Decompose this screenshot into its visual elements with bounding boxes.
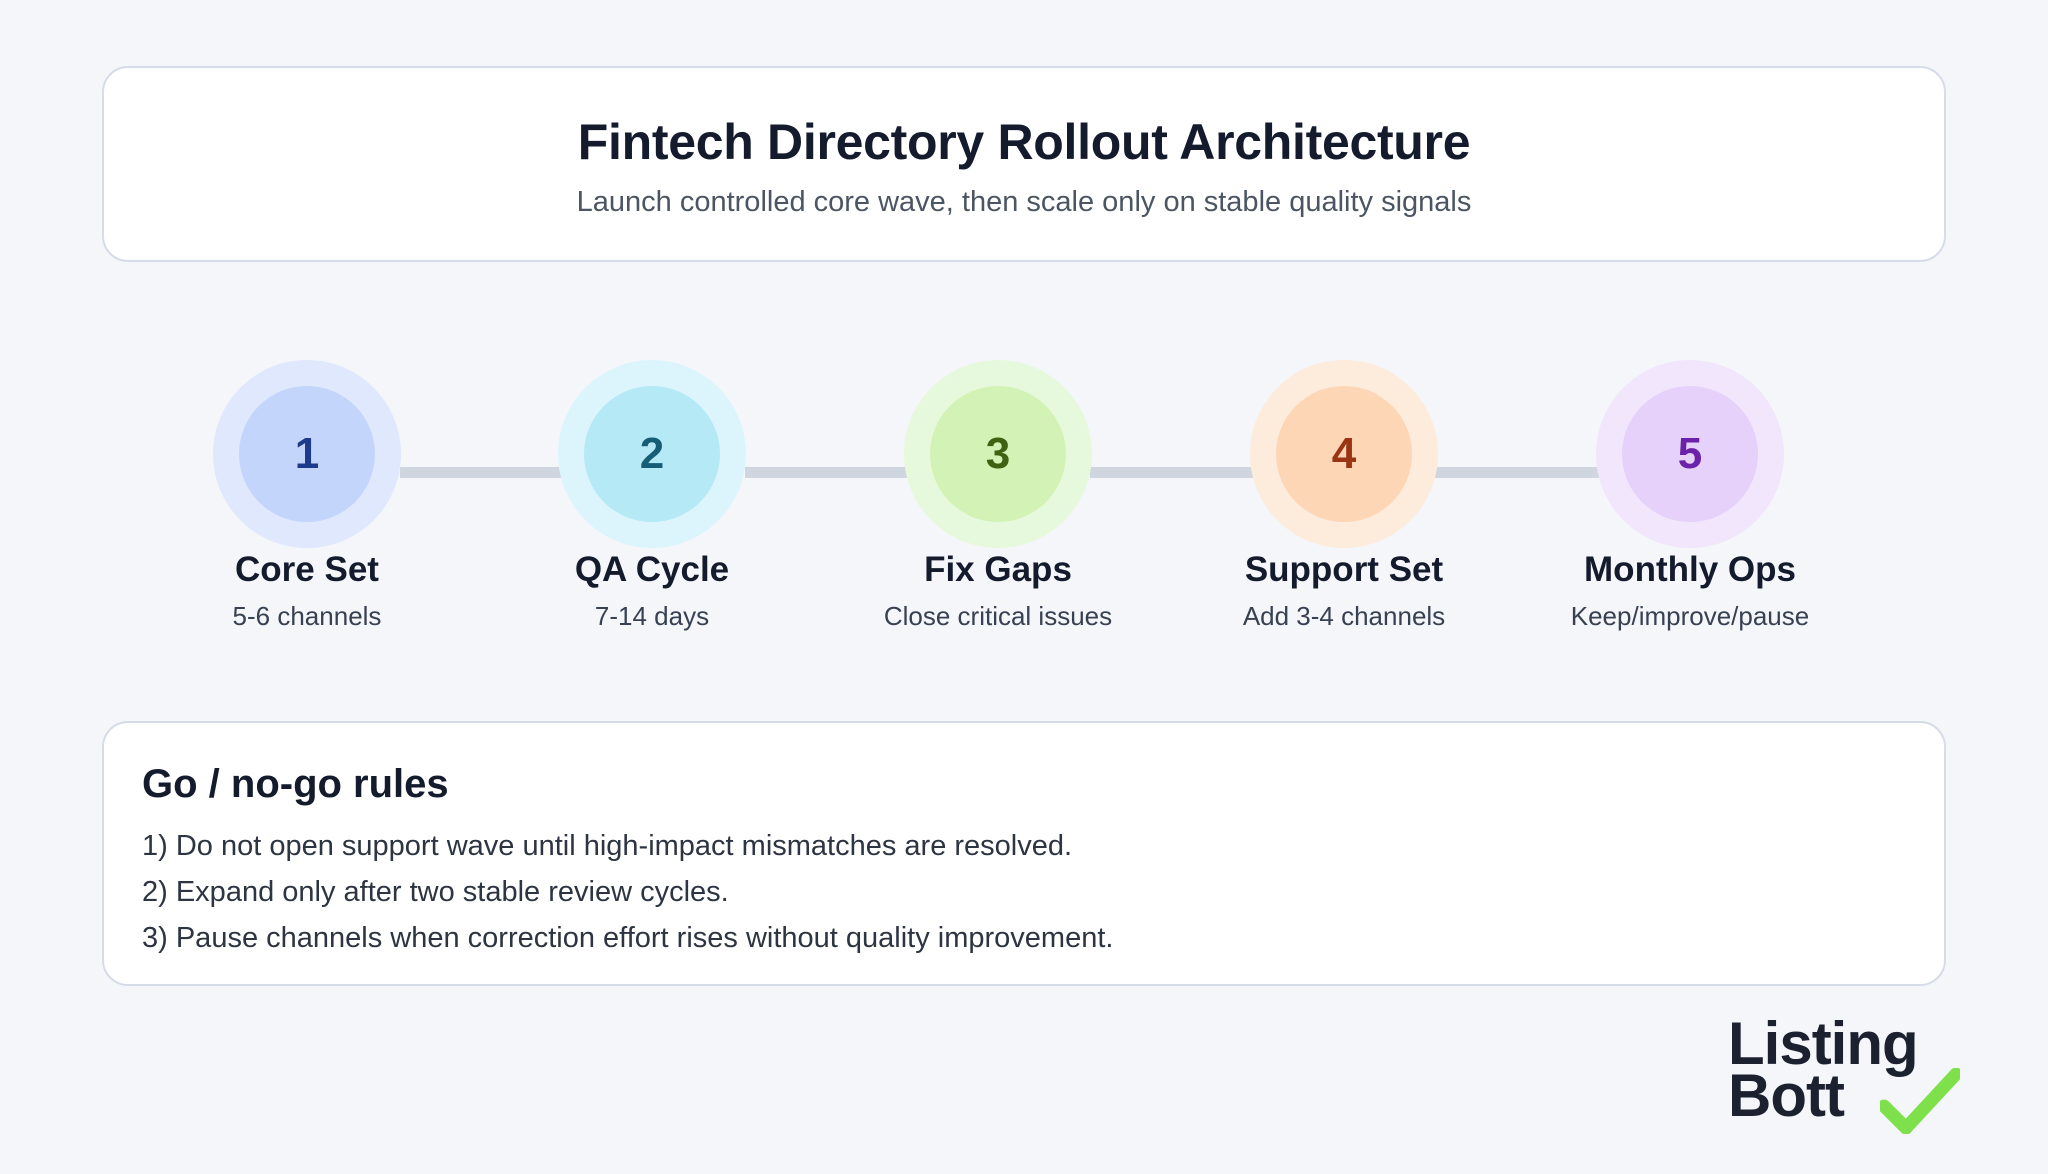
rule-item: 2) Expand only after two stable review c… [142,876,729,908]
logo-wordmark: Listing Bott [1728,1010,1919,1129]
rules-heading: Go / no-go rules [142,762,449,806]
step-label: QA Cycle [574,550,730,589]
rollout-timeline: 1 Core Set 5-6 channels 2 QA Cycle 7-14 … [213,360,1810,631]
step-number-circle: 3 [930,386,1066,522]
step-label: Fix Gaps [924,550,1072,589]
step-number: 2 [639,429,665,478]
step-number: 3 [985,429,1011,478]
step-number: 1 [294,429,320,478]
step-label: Support Set [1244,550,1444,589]
step-number-circle: 2 [584,386,720,522]
connector-line [1435,467,1615,478]
rule-item: 1) Do not open support wave until high-i… [142,830,1073,862]
step-number-circle: 1 [239,386,375,522]
step-detail: Close critical issues [883,601,1113,631]
step-halo: 4 [1250,360,1438,548]
connector-line [400,467,580,478]
page-subtitle: Launch controlled core wave, then scale … [576,186,1472,218]
header-card: Fintech Directory Rollout Architecture L… [102,66,1946,262]
step-detail: 5-6 channels [232,601,382,631]
step-number: 5 [1677,429,1703,478]
rule-item: 3) Pause channels when correction effort… [142,922,1114,954]
step-halo: 1 [213,360,401,548]
step-number-circle: 4 [1276,386,1412,522]
listingbott-logo: Listing Bott [1728,1010,1960,1134]
step-number: 4 [1331,429,1357,478]
connector-line [745,467,925,478]
step-halo: 3 [904,360,1092,548]
step-halo: 2 [558,360,746,548]
step-number-circle: 5 [1622,386,1758,522]
step-detail: 7-14 days [594,601,710,631]
rules-list: 1) Do not open support wave until high-i… [142,823,1113,961]
logo-line-1: Listing [1728,1010,1919,1077]
logo-line-2: Bott [1728,1062,1845,1129]
page-title: Fintech Directory Rollout Architecture [577,114,1471,170]
rules-card: Go / no-go rules 1) Do not open support … [102,721,1946,986]
connector-line [1090,467,1270,478]
step-label: Core Set [235,550,379,589]
check-icon [1880,1068,1960,1134]
step-detail: Add 3-4 channels [1242,601,1446,631]
step-label: Monthly Ops [1584,550,1796,589]
step-halo: 5 [1596,360,1784,548]
step-detail: Keep/improve/pause [1570,601,1810,631]
